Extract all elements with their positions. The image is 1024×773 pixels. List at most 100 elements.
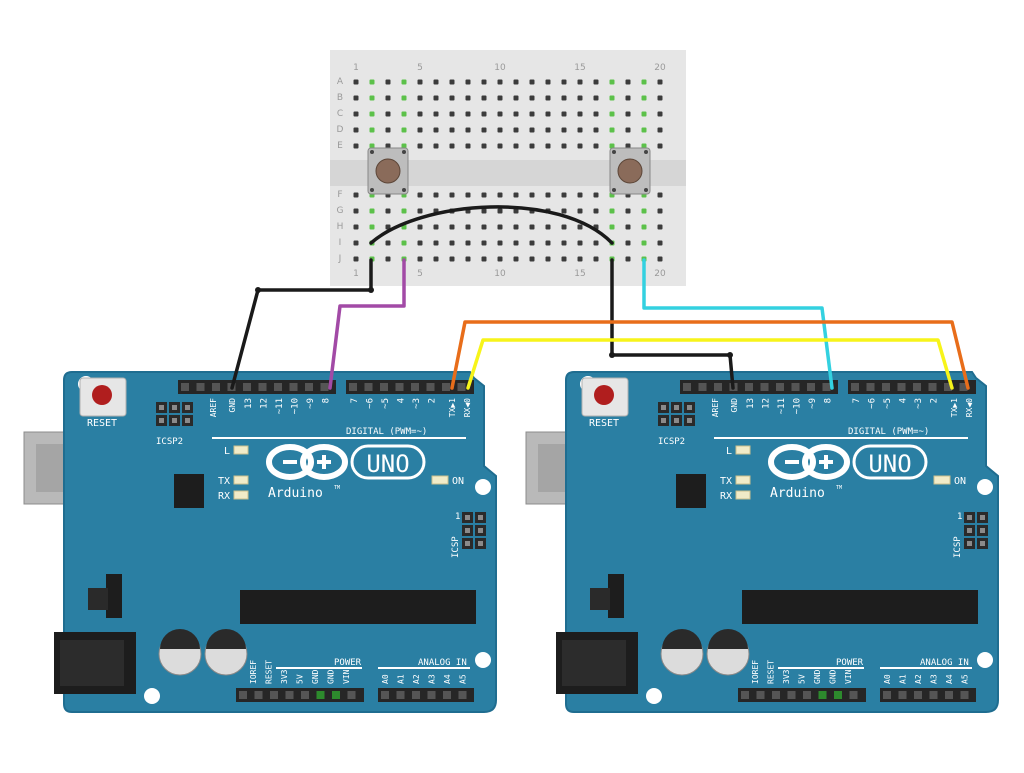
breadboard-hole[interactable] bbox=[465, 240, 471, 246]
breadboard-hole[interactable] bbox=[449, 111, 455, 117]
breadboard-hole[interactable] bbox=[497, 143, 503, 149]
header-pin[interactable] bbox=[787, 691, 796, 699]
header-pin[interactable] bbox=[411, 383, 419, 391]
breadboard-hole[interactable] bbox=[593, 95, 599, 101]
header-pin[interactable] bbox=[760, 383, 769, 391]
breadboard-hole[interactable] bbox=[641, 79, 647, 85]
wire-black-left-gnd[interactable] bbox=[230, 258, 373, 390]
breadboard-hole[interactable] bbox=[609, 208, 615, 214]
header-pin[interactable] bbox=[316, 691, 325, 699]
header-pin[interactable] bbox=[822, 383, 831, 391]
header-pin[interactable] bbox=[944, 383, 952, 391]
breadboard-hole[interactable] bbox=[449, 95, 455, 101]
breadboard-hole[interactable] bbox=[545, 256, 551, 262]
breadboard-hole[interactable] bbox=[465, 224, 471, 230]
header-pin[interactable] bbox=[807, 383, 815, 391]
breadboard-hole[interactable] bbox=[497, 95, 503, 101]
breadboard-hole[interactable] bbox=[433, 111, 439, 117]
header-pin[interactable] bbox=[270, 691, 278, 699]
breadboard-hole[interactable] bbox=[481, 240, 487, 246]
breadboard-hole[interactable] bbox=[593, 256, 599, 262]
breadboard-hole[interactable] bbox=[481, 208, 487, 214]
breadboard-hole[interactable] bbox=[385, 256, 391, 262]
breadboard-hole[interactable] bbox=[593, 111, 599, 117]
breadboard-hole[interactable] bbox=[433, 240, 439, 246]
header-pin[interactable] bbox=[305, 383, 313, 391]
breadboard-hole[interactable] bbox=[369, 95, 375, 101]
header-pin[interactable] bbox=[427, 691, 436, 699]
breadboard-hole[interactable] bbox=[401, 208, 407, 214]
breadboard-hole[interactable] bbox=[353, 95, 359, 101]
breadboard-hole[interactable] bbox=[449, 79, 455, 85]
header-pin[interactable] bbox=[395, 383, 404, 391]
breadboard-hole[interactable] bbox=[609, 111, 615, 117]
breadboard-hole[interactable] bbox=[641, 111, 647, 117]
breadboard-hole[interactable] bbox=[657, 95, 663, 101]
header-pin[interactable] bbox=[301, 691, 309, 699]
header-pin[interactable] bbox=[458, 691, 467, 699]
header-pin[interactable] bbox=[412, 691, 420, 699]
breadboard-hole[interactable] bbox=[449, 143, 455, 149]
breadboard-hole[interactable] bbox=[417, 79, 423, 85]
breadboard-hole[interactable] bbox=[465, 143, 471, 149]
breadboard-hole[interactable] bbox=[481, 256, 487, 262]
breadboard-hole[interactable] bbox=[481, 111, 487, 117]
breadboard-hole[interactable] bbox=[561, 256, 567, 262]
breadboard-hole[interactable] bbox=[465, 111, 471, 117]
breadboard-hole[interactable] bbox=[353, 256, 359, 262]
breadboard-hole[interactable] bbox=[401, 143, 407, 149]
breadboard-hole[interactable] bbox=[561, 192, 567, 198]
breadboard-hole[interactable] bbox=[577, 111, 583, 117]
header-pin[interactable] bbox=[745, 383, 753, 391]
header-pin[interactable] bbox=[772, 691, 780, 699]
breadboard-hole[interactable] bbox=[529, 127, 535, 133]
breadboard-hole[interactable] bbox=[577, 127, 583, 133]
breadboard-hole[interactable] bbox=[561, 95, 567, 101]
breadboard-hole[interactable] bbox=[481, 192, 487, 198]
breadboard-hole[interactable] bbox=[497, 240, 503, 246]
header-pin[interactable] bbox=[866, 383, 875, 391]
breadboard-hole[interactable] bbox=[385, 224, 391, 230]
breadboard-hole[interactable] bbox=[625, 95, 631, 101]
header-pin[interactable] bbox=[959, 383, 968, 391]
breadboard-hole[interactable] bbox=[417, 256, 423, 262]
breadboard-hole[interactable] bbox=[641, 95, 647, 101]
breadboard-hole[interactable] bbox=[577, 143, 583, 149]
header-pin[interactable] bbox=[364, 383, 373, 391]
breadboard-hole[interactable] bbox=[657, 208, 663, 214]
breadboard-hole[interactable] bbox=[417, 127, 423, 133]
breadboard-hole[interactable] bbox=[497, 192, 503, 198]
breadboard-hole[interactable] bbox=[497, 256, 503, 262]
breadboard-hole[interactable] bbox=[577, 79, 583, 85]
breadboard-hole[interactable] bbox=[449, 127, 455, 133]
breadboard-hole[interactable] bbox=[465, 95, 471, 101]
header-pin[interactable] bbox=[851, 383, 859, 391]
breadboard-hole[interactable] bbox=[529, 256, 535, 262]
breadboard-hole[interactable] bbox=[657, 143, 663, 149]
breadboard-hole[interactable] bbox=[465, 79, 471, 85]
header-pin[interactable] bbox=[181, 383, 189, 391]
header-pin[interactable] bbox=[254, 691, 263, 699]
breadboard-hole[interactable] bbox=[609, 224, 615, 230]
breadboard-hole[interactable] bbox=[449, 256, 455, 262]
header-pin[interactable] bbox=[239, 691, 247, 699]
breadboard-hole[interactable] bbox=[353, 224, 359, 230]
breadboard-hole[interactable] bbox=[513, 111, 519, 117]
breadboard-hole[interactable] bbox=[657, 240, 663, 246]
header-pin[interactable] bbox=[913, 383, 921, 391]
breadboard-hole[interactable] bbox=[577, 95, 583, 101]
breadboard-hole[interactable] bbox=[481, 79, 487, 85]
breadboard-hole[interactable] bbox=[657, 192, 663, 198]
breadboard-hole[interactable] bbox=[593, 192, 599, 198]
breadboard-hole[interactable] bbox=[657, 127, 663, 133]
header-pin[interactable] bbox=[349, 383, 357, 391]
breadboard-hole[interactable] bbox=[513, 256, 519, 262]
reset-button-cap[interactable] bbox=[92, 385, 112, 405]
header-pin[interactable] bbox=[960, 691, 969, 699]
breadboard-hole[interactable] bbox=[417, 192, 423, 198]
header-pin[interactable] bbox=[457, 383, 466, 391]
breadboard-hole[interactable] bbox=[609, 143, 615, 149]
breadboard-hole[interactable] bbox=[369, 208, 375, 214]
breadboard-hole[interactable] bbox=[625, 208, 631, 214]
header-pin[interactable] bbox=[741, 691, 749, 699]
